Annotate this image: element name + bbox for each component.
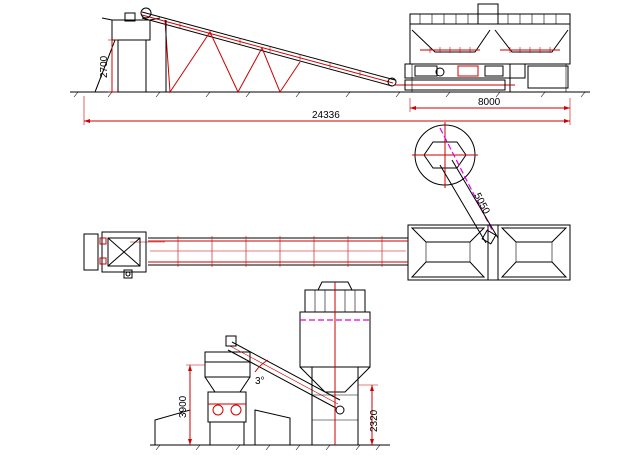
feed-hopper bbox=[94, 12, 161, 93]
silo-elevation bbox=[299, 281, 371, 445]
dimension-24336: 24336 bbox=[83, 96, 570, 125]
dimension-2320: 2320 bbox=[358, 384, 380, 445]
dimension-3900: 3900 bbox=[178, 364, 205, 445]
plant-body bbox=[395, 3, 571, 92]
inclined-conveyor bbox=[140, 7, 397, 94]
dim-label-3900: 3900 bbox=[178, 395, 189, 418]
dim-label-2700: 2700 bbox=[99, 55, 110, 78]
inclined-screw-elevation: 3° bbox=[225, 335, 341, 409]
ground-hatch bbox=[73, 91, 586, 98]
dim-label-8000: 8000 bbox=[478, 97, 501, 108]
silo-plan bbox=[412, 122, 493, 231]
end-elevation: 3900 3° bbox=[150, 281, 390, 451]
aggregate-bins-plan bbox=[407, 224, 571, 281]
bin-elevation bbox=[204, 351, 251, 445]
conveyor-plan bbox=[130, 236, 408, 267]
dim-label-5050: 5050 bbox=[471, 191, 491, 216]
dim-label-24336: 24336 bbox=[312, 110, 340, 121]
dimension-2700: 2700 bbox=[99, 39, 118, 93]
dim-label-angle: 3° bbox=[255, 376, 265, 387]
dim-label-2320: 2320 bbox=[369, 409, 380, 432]
plan-view: 5050 bbox=[83, 122, 571, 281]
side-elevation: 2700 8000 24336 bbox=[70, 3, 590, 125]
feed-hopper-plan bbox=[83, 231, 147, 279]
